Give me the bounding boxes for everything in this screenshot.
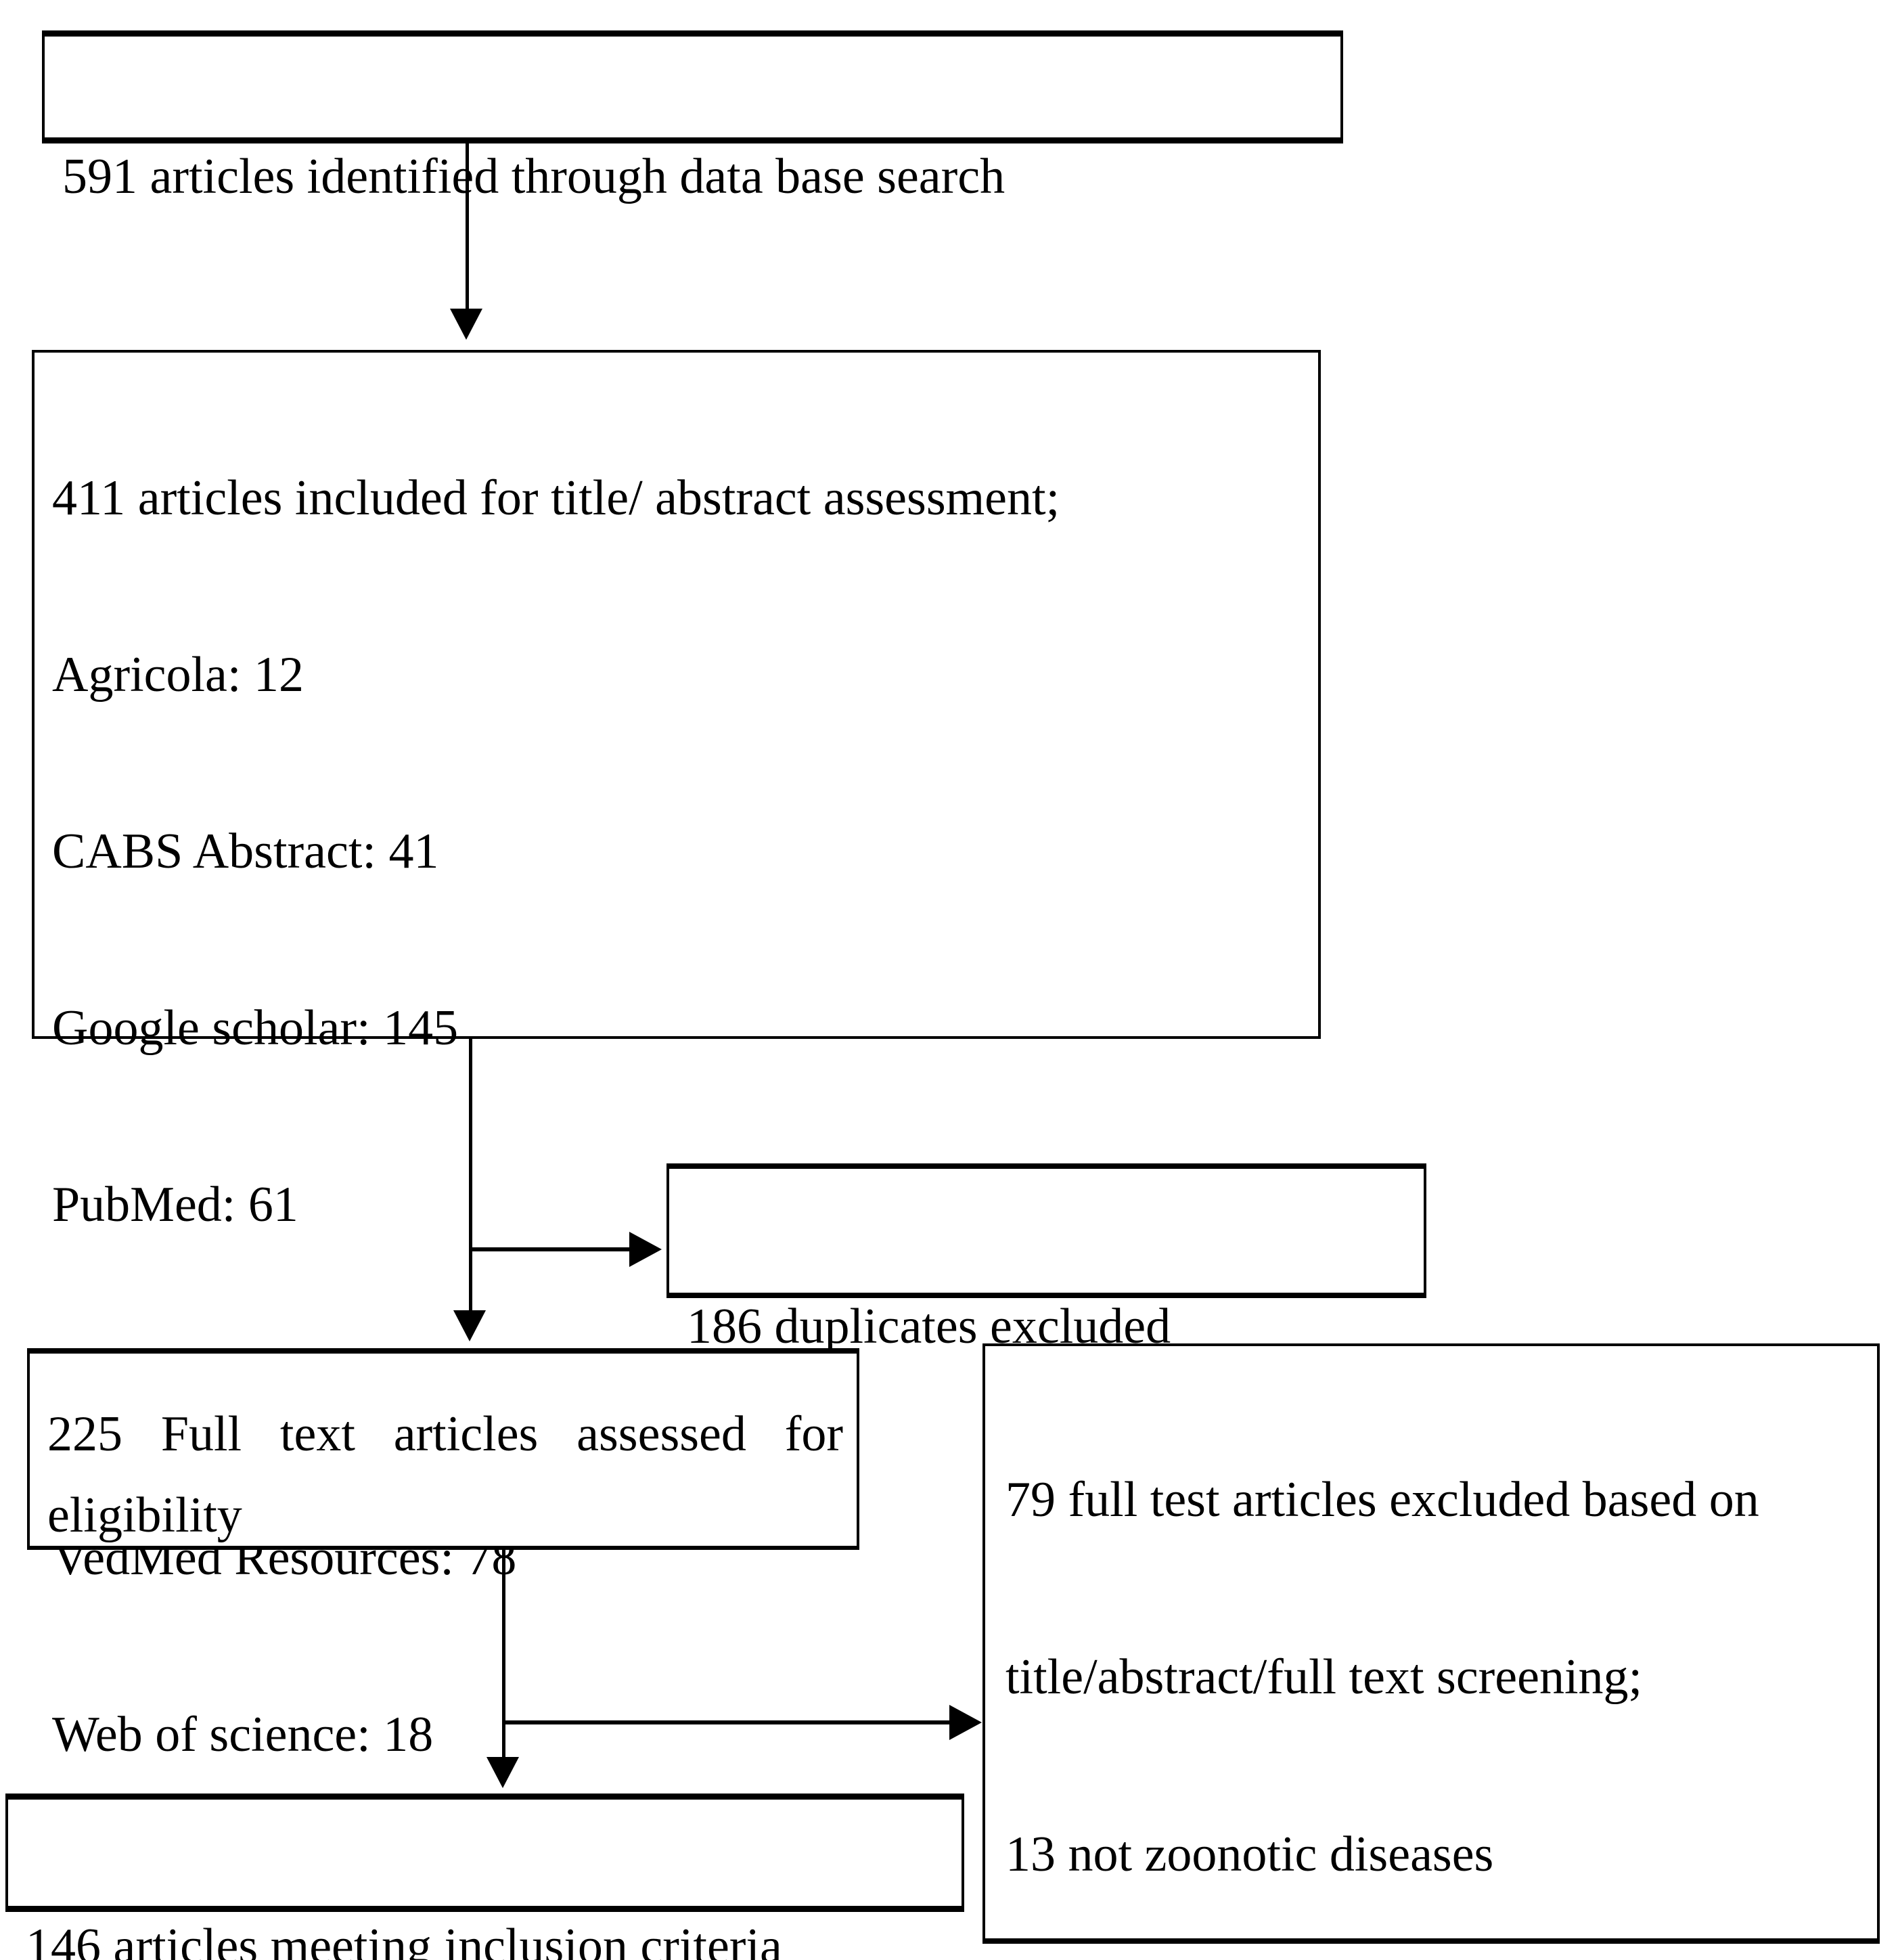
text-line: Web of science: 18	[52, 1707, 434, 1762]
box-duplicates-excluded-text: 186 duplicates excluded	[687, 1201, 1410, 1452]
arrowhead-right-icon	[629, 1232, 662, 1267]
text-line: PubMed: 61	[52, 1177, 298, 1232]
box-duplicates-excluded: 186 duplicates excluded	[666, 1163, 1426, 1352]
arrowhead-right-icon	[949, 1705, 982, 1740]
arrowhead-down-icon	[453, 1310, 486, 1341]
box-fulltext-excluded-reasons: 79 full test articles excluded based on …	[982, 1343, 1880, 1944]
text-line: 186 duplicates excluded	[687, 1299, 1171, 1354]
text-line: 13 not zoonotic diseases	[1006, 1827, 1494, 1882]
box-final-included: 146 articles meeting inclusion criteria	[5, 1794, 964, 1960]
connector-included-to-fulltext	[469, 1039, 472, 1320]
text-line: 591 articles identified through data bas…	[62, 149, 1006, 204]
text-line: 146 articles meeting inclusion criteria	[26, 1919, 782, 1960]
text-line: Google scholar: 145	[52, 1000, 459, 1056]
box-articles-identified: 591 articles identified through data bas…	[42, 30, 1343, 202]
text-line: title/abstract/full text screening;	[1006, 1649, 1643, 1705]
text-line: Agricola: 12	[52, 647, 304, 703]
box-fulltext-assessed: 225 Full text articles assessed for elig…	[27, 1348, 859, 1550]
connector-branch-to-exclusions	[503, 1720, 950, 1724]
text-line: CABS Abstract: 41	[52, 824, 439, 879]
connector-identified-to-included	[466, 143, 469, 321]
text-line: 79 full test articles excluded based on	[1006, 1472, 1759, 1528]
connector-fulltext-to-final	[502, 1550, 505, 1766]
box-fulltext-excluded-reasons-text: 79 full test articles excluded based on …	[1006, 1375, 1863, 1960]
arrowhead-down-icon	[487, 1757, 519, 1788]
arrowhead-down-icon	[450, 309, 482, 340]
box-final-included-text: 146 articles meeting inclusion criteria	[26, 1821, 948, 1960]
text-line: 411 articles included for title/ abstrac…	[52, 470, 1060, 526]
box-articles-included-screening: 411 articles included for title/ abstrac…	[32, 350, 1321, 1760]
box-fulltext-assessed-text: 225 Full text articles assessed for elig…	[47, 1406, 843, 1543]
box-articles-identified-text: 591 articles identified through data bas…	[62, 51, 1327, 302]
connector-branch-to-duplicates	[470, 1247, 630, 1251]
